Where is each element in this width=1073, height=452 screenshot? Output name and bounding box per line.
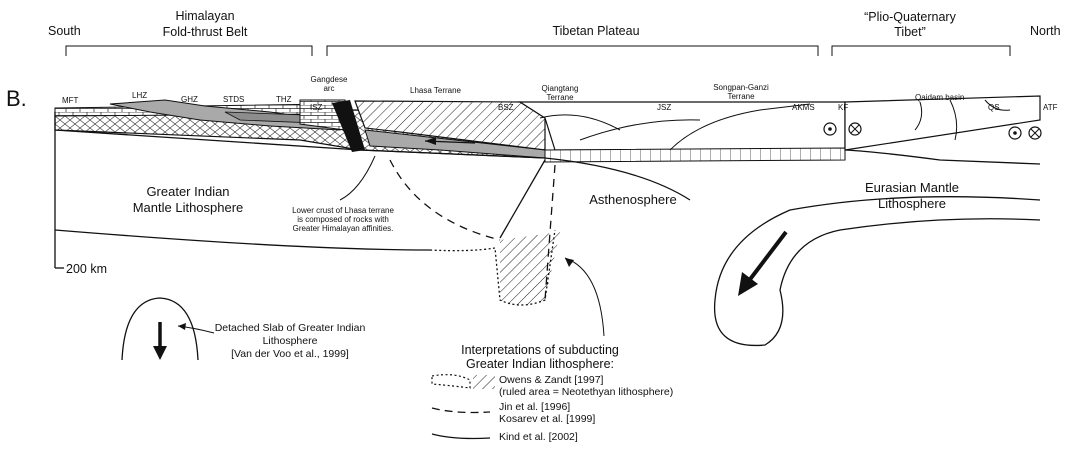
- interp-entry-1-line1: Owens & Zandt [1997]: [499, 374, 604, 386]
- region-plio-line1: “Plio-Quaternary: [864, 10, 956, 24]
- region-himalayan-line2: Fold-thrust Belt: [163, 25, 248, 39]
- label-asthenosphere: Asthenosphere: [589, 192, 676, 207]
- region-headers: South Himalayan Fold-thrust Belt Tibetan…: [48, 9, 1061, 56]
- interp-entry-1-line2: (ruled area = Neotethyan lithosphere): [499, 386, 673, 398]
- eurasian-slab: [715, 197, 1040, 346]
- eurasian-top: [845, 150, 1040, 164]
- label-qaidam: Qaidam basin: [915, 93, 964, 102]
- label-bsz: BSZ: [498, 103, 514, 112]
- label-lhasa-terrane: Lhasa Terrane: [410, 86, 462, 95]
- label-jsz: JSZ: [657, 103, 671, 112]
- panel-label: B.: [6, 86, 27, 111]
- interpretations-leader: [565, 258, 604, 336]
- slab-legend-leader-head: [178, 323, 186, 330]
- bracket-plio: [832, 46, 1010, 56]
- bracket-tibetan: [327, 46, 818, 56]
- region-plio-line2: Tibet”: [894, 25, 926, 39]
- legend-swatch-dashed: [432, 408, 490, 413]
- region-tibetan-plateau: Tibetan Plateau: [552, 24, 639, 38]
- interp-title-line1: Interpretations of subducting: [461, 343, 619, 357]
- bracket-himalayan: [66, 46, 312, 56]
- slab-legend-line1: Detached Slab of Greater Indian: [215, 322, 366, 334]
- label-mft: MFT: [62, 96, 79, 105]
- label-stds: STDS: [223, 95, 244, 104]
- interpretations-leader-head: [565, 258, 574, 267]
- label-ghz: GHZ: [181, 95, 198, 104]
- region-north: North: [1030, 24, 1061, 38]
- legend-swatch-solid: [432, 434, 490, 439]
- label-atf: ATF: [1043, 103, 1058, 112]
- label-lower-crust-line3: Greater Himalayan affinities.: [293, 224, 394, 233]
- label-scale: 200 km: [66, 262, 107, 276]
- label-gangdese-line2: arc: [323, 84, 334, 93]
- slab-legend-line2: Lithosphere: [263, 335, 318, 347]
- region-himalayan-line1: Himalayan: [175, 9, 234, 23]
- label-eurasian-line2: Lithosphere: [878, 196, 946, 211]
- neotethyan-ruled-area: [500, 232, 560, 305]
- interp-title-line2: Greater Indian lithosphere:: [466, 357, 614, 371]
- label-lower-crust-line2: is composed of rocks with: [297, 215, 389, 224]
- fault-dot-center-2: [1013, 131, 1017, 135]
- slab-arrow-shaft: [748, 232, 786, 282]
- label-kf: KF: [838, 103, 848, 112]
- label-qiangtang-line1: Qiangtang: [542, 84, 579, 93]
- label-lhz: LHZ: [132, 91, 147, 100]
- label-qs: QS: [988, 103, 1000, 112]
- indian-lithosphere-base: [55, 230, 430, 250]
- legend-swatch-dotted: [432, 375, 470, 388]
- label-eurasian-line1: Eurasian Mantle: [865, 180, 959, 195]
- fault-dot-center-1: [828, 127, 832, 131]
- label-akms: AKMS: [792, 103, 815, 112]
- interpretations-legend: Interpretations of subducting Greater In…: [432, 343, 673, 443]
- slab-legend-arrow-head: [153, 346, 167, 360]
- region-south: South: [48, 24, 81, 38]
- label-songpan-line1: Songpan-Ganzi: [713, 83, 769, 92]
- slab-legend-line3: [Van der Voo et al., 1999]: [231, 348, 349, 360]
- label-songpan-line2: Terrane: [727, 92, 755, 101]
- label-thz: THZ: [276, 95, 292, 104]
- cross-section-body: [55, 96, 1041, 345]
- label-qiangtang-line2: Terrane: [546, 93, 574, 102]
- interp-entry-2-line2: Kosarev et al. [1999]: [499, 413, 595, 425]
- qiangtang-lithosphere: [545, 148, 845, 162]
- label-lower-crust-line1: Lower crust of Lhasa terrane: [292, 206, 394, 215]
- label-greater-indian-line2: Mantle Lithosphere: [133, 200, 244, 215]
- slab-legend: Detached Slab of Greater Indian Lithosph…: [122, 298, 365, 360]
- plio-quaternary-block: [845, 96, 1040, 150]
- kind-line: [500, 160, 545, 238]
- legend-swatch-ruled: [473, 375, 495, 389]
- interp-entry-2-line1: Jin et al. [1996]: [499, 401, 570, 413]
- label-isz: ISZ: [310, 103, 323, 112]
- label-gangdese-line1: Gangdese: [311, 75, 348, 84]
- lower-crust-leader: [340, 156, 375, 200]
- interp-entry-3-line1: Kind et al. [2002]: [499, 431, 578, 443]
- label-greater-indian-line1: Greater Indian: [146, 184, 229, 199]
